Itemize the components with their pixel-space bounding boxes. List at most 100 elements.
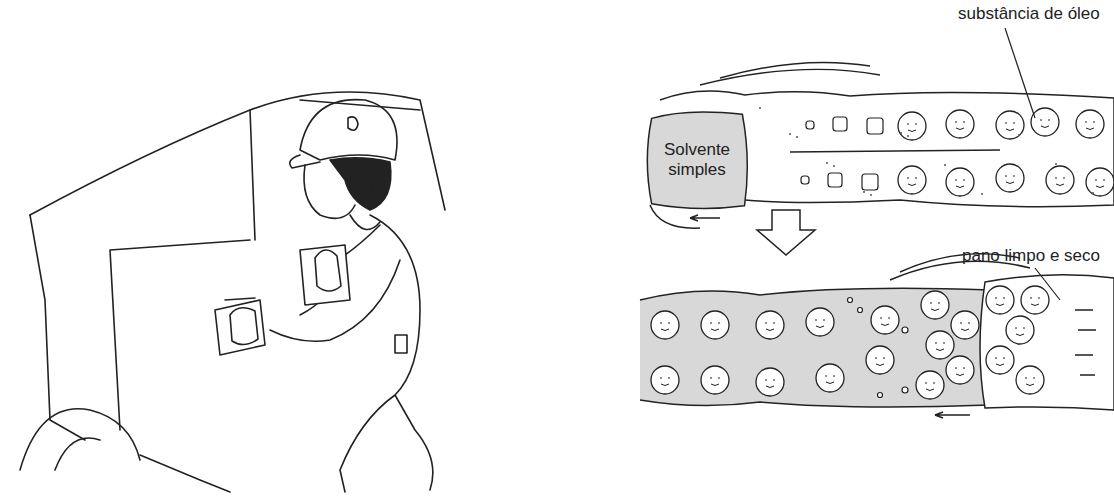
particle-face (875, 358, 885, 366)
texture-dot (796, 136, 798, 138)
particle-face (765, 380, 775, 388)
particle-face (1040, 120, 1050, 128)
clean-cloth (980, 275, 1114, 410)
leader-line (1005, 28, 1035, 118)
particle-face (930, 303, 940, 311)
process-arrow (757, 210, 815, 255)
dirt-particle (801, 176, 809, 184)
oil-particle (871, 306, 899, 334)
car-body (30, 215, 230, 492)
particle-face (955, 122, 965, 130)
dirt-particle (858, 308, 863, 313)
mechanic-cap (300, 100, 397, 160)
mechanic-ear (360, 179, 372, 197)
mechanic-body (340, 215, 433, 492)
particle-face (955, 368, 965, 376)
oil-particle (1086, 168, 1114, 196)
oil-particle (946, 356, 974, 384)
dirt-particle (828, 173, 842, 187)
texture-dot (759, 107, 761, 109)
particle-face (815, 320, 825, 328)
texture-dot (907, 135, 909, 137)
oil-particle (1021, 286, 1049, 314)
oil-particle (651, 311, 679, 339)
oil-particle (701, 366, 729, 394)
oil-particle (996, 164, 1024, 192)
particle-face (1015, 328, 1025, 336)
node-text: Solvente simples (643, 140, 751, 180)
mechanic-back-arm (300, 225, 380, 315)
oil-particle (946, 110, 974, 138)
oil-particle (926, 331, 954, 359)
particle-face (907, 124, 917, 132)
oil-particle (951, 311, 979, 339)
dirt-particle (902, 327, 908, 333)
texture-dot (1018, 134, 1020, 136)
cloth-strip-edge (640, 288, 990, 407)
texture-dot (789, 133, 791, 135)
hand (315, 250, 341, 291)
oil-particle (898, 112, 926, 140)
car-wheel (20, 409, 140, 470)
texture-dot (1092, 192, 1094, 194)
oil-particle (1016, 366, 1044, 394)
particle-face (925, 383, 935, 391)
particle-face (995, 358, 1005, 366)
solvent-cloth: Solvente simples (643, 108, 751, 212)
particle-face (955, 180, 965, 188)
oil-particle (1031, 108, 1059, 136)
particle-face (660, 378, 670, 386)
wiping-cloth (300, 245, 350, 305)
oil-particle (756, 368, 784, 396)
particle-face (1085, 122, 1095, 130)
car-roof (30, 92, 445, 215)
oil-particle (866, 346, 894, 374)
oil-particle (806, 308, 834, 336)
particle-face (935, 343, 945, 351)
oil-particle (756, 311, 784, 339)
oil-particle (921, 291, 949, 319)
texture-dot (1055, 163, 1057, 165)
car-wheel-inner (55, 438, 100, 470)
texture-dot (833, 165, 835, 167)
oil-particle (946, 168, 974, 196)
wiping-cloth (215, 300, 265, 355)
particle-face (960, 323, 970, 331)
particle-face (1030, 298, 1040, 306)
particle-face (907, 178, 917, 186)
oil-particle (916, 371, 944, 399)
dirt-particle (902, 387, 908, 393)
mechanic-hair (330, 158, 391, 210)
oil-particle (986, 286, 1014, 314)
texture-dot (870, 194, 872, 196)
dirt-particle (833, 117, 847, 131)
callout-label: pano limpo e seco (962, 246, 1100, 266)
cloth-strip (640, 288, 990, 407)
dirt-particle (867, 118, 883, 134)
oil-particle (701, 311, 729, 339)
particle-face (765, 323, 775, 331)
hand (230, 308, 258, 345)
oil-particle (996, 111, 1024, 139)
collar (350, 215, 380, 230)
motion-arrow (935, 412, 970, 418)
particle-face (660, 323, 670, 331)
car-handle (225, 298, 255, 300)
texture-dot (826, 162, 828, 164)
leader-line (1035, 268, 1060, 300)
particle-face (1005, 176, 1015, 184)
oil-particle (816, 364, 844, 392)
oil-particle (1046, 166, 1074, 194)
oil-particle (898, 166, 926, 194)
texture-dot (981, 193, 983, 195)
dirt-particle (878, 393, 883, 398)
strip-divider (790, 150, 1000, 152)
callout-label: substância de óleo (958, 4, 1100, 24)
texture-dot (900, 132, 902, 134)
motion-arrow (690, 215, 720, 221)
oil-particle (1006, 316, 1034, 344)
particle-face (1095, 180, 1105, 188)
texture-dot (863, 191, 865, 193)
